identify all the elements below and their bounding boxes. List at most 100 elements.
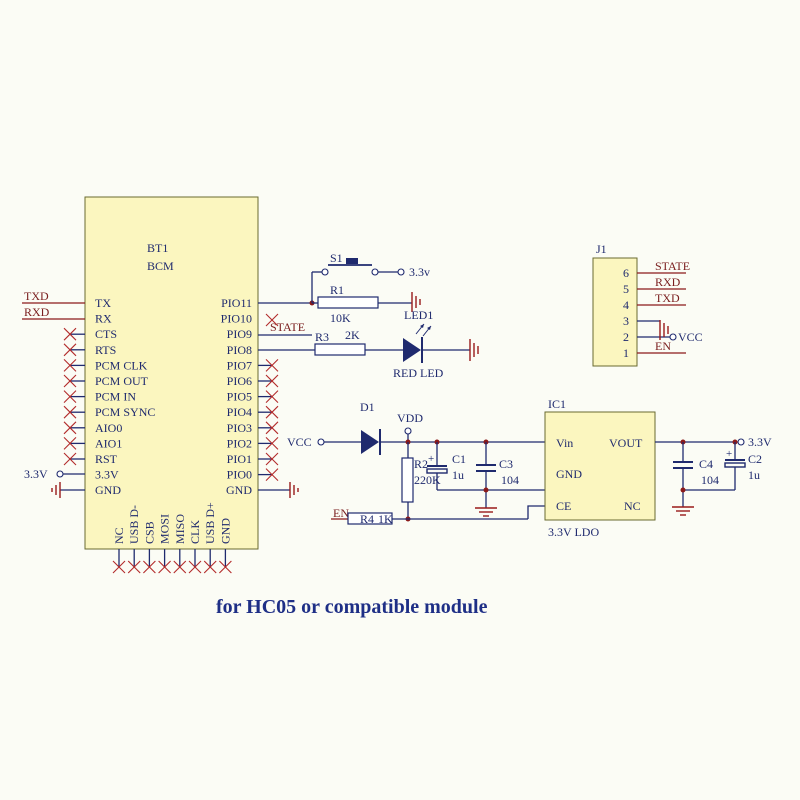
ic1-pin-vout: VOUT [609,436,643,450]
j1-pin-net-label: RXD [655,275,681,289]
gnd-right-symbol [289,482,299,498]
state-net-label: STATE [270,320,305,334]
c2-plate-bottom [724,462,746,468]
c2-value: 1u [748,468,760,482]
v33-left-net-label: 3.3V [24,467,48,481]
bt1-ref: BT1 [147,241,168,255]
vcc-terminal [317,438,325,446]
en-net-label: EN [333,506,349,520]
bt1-bottom-pin-label: GND [218,518,232,544]
ce-wire [527,505,545,519]
bt1-bottom-pin-label: USB D+ [203,502,217,544]
j1-pin-number: 1 [623,346,629,360]
d1-ref: D1 [360,400,375,414]
c2-ref: C2 [748,452,762,466]
c4-value: 104 [701,473,719,487]
j1-pin-number: 4 [623,298,629,312]
c3-ref: C3 [499,457,513,471]
j1-pin-number: 6 [623,266,629,280]
bt1-right-pin-label: PIO11 [221,296,252,310]
bt1-left-pin-label: TX [95,296,111,310]
vcc-net-label: VCC [287,435,312,449]
ic1-body [544,411,656,521]
r3-ref: R3 [315,330,329,344]
r2-value: 220K [414,473,441,487]
j1-pin-net-label: VCC [678,330,703,344]
bt1-right-pin-label: GND [226,483,252,497]
bt1-bottom-pin-label: CSB [142,521,156,544]
txd-net-label: TXD [24,289,49,303]
v33-out-net-label: 3.3V [748,435,772,449]
bt1-bottom-pin-label: MOSI [158,514,172,544]
bt1-left-pin-label: PCM IN [95,390,136,404]
bt1-right-pin-label: PIO10 [221,312,252,326]
gnd-led1-symbol [469,339,479,361]
j1-pin-number: 2 [623,330,629,344]
bt1-left-pin-label: CTS [95,327,117,341]
bt1-right-pin-label: PIO0 [227,468,252,482]
bt1-right-pin-label: PIO2 [227,436,252,450]
bt1-left-pin-label: PCM SYNC [95,405,155,419]
bt1-right-pin-label: PIO3 [227,421,252,435]
r3-resistor [314,343,366,356]
ic1-pin-vin: Vin [556,436,573,450]
bt1-right-pin-label: PIO9 [227,327,252,341]
v33-out-terminal [737,438,745,446]
bt1-left-pin-label: RX [95,312,112,326]
c1-ref: C1 [452,452,466,466]
ic1-pin-ce: CE [556,499,571,513]
r1-resistor [317,296,379,309]
bt1-left-pin-label: PCM CLK [95,358,148,372]
bt1-left-pin-label: AIO1 [95,436,122,450]
v33-switch-net-label: 3.3v [409,265,430,279]
s1-ref: S1 [330,251,343,265]
bt1-right-pin-label: PIO5 [227,390,252,404]
c1-plate-bottom [426,468,448,474]
r4-value: 1K [378,512,393,526]
j1-body [592,257,638,367]
ic1-ref: IC1 [548,397,566,411]
v33-left-terminal [56,470,64,478]
led1-ref: LED1 [404,308,433,322]
bt1-left-pin-label: GND [95,483,121,497]
bt1-bottom-pin-label: CLK [188,520,202,544]
vdd-net-label: VDD [397,411,423,425]
vdd-terminal [404,427,412,435]
bt1-value: BCM [147,259,174,273]
v33-switch-terminal [397,268,405,276]
gnd-r1-symbol [411,292,421,312]
d1-diode [361,429,381,455]
j1-ref: J1 [596,242,607,256]
j1-vcc-terminal [669,333,677,341]
svg-text:+: + [726,448,732,460]
bt1-left-pin-label: RST [95,452,118,466]
bt1-right-pin-label: PIO8 [227,343,252,357]
r4-ref: R4 [360,512,374,526]
led1-value: RED LED [393,366,444,380]
bt1-left-pin-label: PCM OUT [95,374,149,388]
bt1-body [84,196,259,550]
gnd-output-symbol [672,506,694,516]
r2-ref: R2 [414,457,428,471]
gnd-input-symbol [475,507,497,517]
s1-switch [321,258,379,276]
bt1-bottom-pin-label: MISO [173,514,187,544]
bt1-bottom-pin-label: USB D- [127,505,141,544]
ic1-pin-gnd: GND [556,467,582,481]
r1-ref: R1 [330,283,344,297]
bt1-left-pin-label: AIO0 [95,421,122,435]
j1-pin-net-label: EN [655,339,671,353]
c3-value: 104 [501,473,519,487]
ic1-value: 3.3V LDO [548,525,599,539]
gnd-j1-symbol [659,320,669,340]
j1-pin-number: 5 [623,282,629,296]
gnd-left-symbol [51,482,61,498]
bt1-right-pin-label: PIO6 [227,374,252,388]
c4-ref: C4 [699,457,713,471]
rxd-net-label: RXD [24,305,50,319]
